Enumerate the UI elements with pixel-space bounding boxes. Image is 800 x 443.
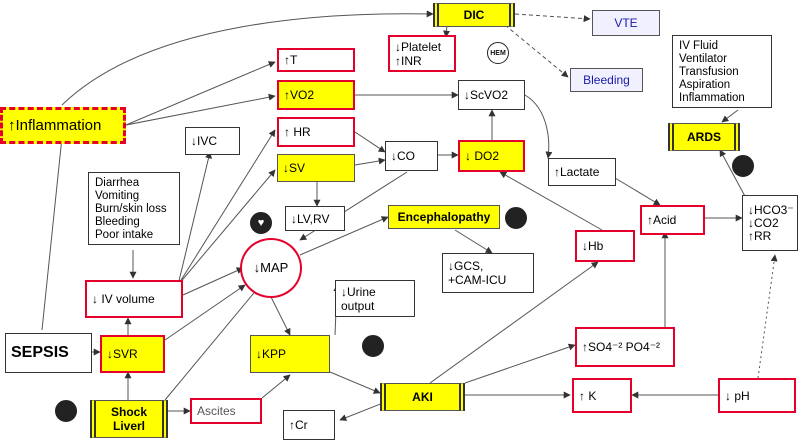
- vte-node: VTE: [592, 10, 660, 36]
- creatinine-node: ↑Cr: [283, 410, 335, 440]
- map-node: ↓MAP: [240, 238, 302, 298]
- scvo2-node: ↓ScVO2: [458, 80, 525, 110]
- hemoglobin-node: ↓Hb: [575, 230, 635, 262]
- heart-icon: ♥: [250, 212, 272, 234]
- iv-volume-node: ↓ IV volume: [85, 280, 183, 318]
- sepsis-node: SEPSIS: [5, 333, 92, 373]
- platelet-inr-node: ↓Platelet ↑INR: [388, 35, 456, 72]
- so4-po4-node: ↑SO4⁻² PO4⁻²: [575, 327, 675, 367]
- lactate-node: ↑Lactate: [548, 158, 616, 186]
- liver-icon: [55, 400, 77, 422]
- hem-icon: HEM: [487, 42, 509, 64]
- ards-causes-node: IV Fluid Ventilator Transfusion Aspirati…: [672, 35, 772, 108]
- gcs-cam-icu-node: ↓GCS, +CAM-ICU: [442, 253, 534, 293]
- potassium-node: ↑ K: [572, 378, 632, 413]
- heart-rate-node: ↑ HR: [277, 117, 355, 147]
- svr-node: ↓SVR: [100, 335, 165, 373]
- brain-icon: [505, 207, 527, 229]
- temperature-node: ↑T: [277, 48, 355, 72]
- dic-node: DIC: [433, 3, 515, 27]
- bleeding-node: Bleeding: [570, 68, 643, 92]
- kpp-node: ↓KPP: [250, 335, 330, 373]
- fluid-losses-node: Diarrhea Vomiting Burn/skin loss Bleedin…: [88, 172, 180, 245]
- kidney-icon: [362, 335, 384, 357]
- stroke-volume-node: ↓SV: [277, 154, 355, 182]
- urine-output-node: ↓Urine output: [335, 280, 415, 317]
- lv-rv-node: ↓LV,RV: [285, 206, 345, 231]
- ascites-node: Ascites: [190, 398, 262, 424]
- encephalopathy-node: Encephalopathy: [388, 205, 500, 229]
- do2-node: ↓ DO2: [458, 140, 525, 172]
- ph-node: ↓ pH: [718, 378, 796, 413]
- respiratory-compensation-node: ↓HCO3⁻ ↓CO2 ↑RR: [742, 195, 798, 251]
- acid-node: ↑Acid: [640, 205, 705, 235]
- ivc-node: ↓IVC: [185, 127, 240, 155]
- ards-node: ARDS: [668, 123, 740, 151]
- shock-liver-node: Shock Liverl: [90, 400, 168, 438]
- inflammation-node: ↑Inflammation: [0, 107, 126, 144]
- vo2-node: ↑VO2: [277, 80, 355, 110]
- lungs-icon: [732, 155, 754, 177]
- aki-node: AKI: [380, 383, 465, 411]
- cardiac-output-node: ↓CO: [385, 141, 438, 171]
